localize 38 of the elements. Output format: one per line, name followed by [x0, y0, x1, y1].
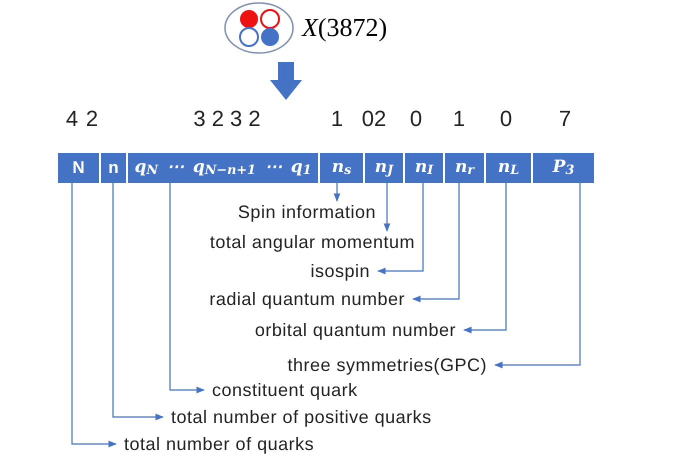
arrow — [71, 183, 117, 448]
description-text: total angular momentum — [210, 232, 415, 252]
arrow — [494, 183, 581, 368]
code-cell: P$_{3}$ — [533, 153, 594, 183]
arrow — [463, 183, 507, 334]
arrow — [112, 183, 164, 420]
code-cell: n$_{r}$ — [445, 153, 484, 183]
code-cell: n$_{J}$ — [365, 153, 403, 183]
code-cell: n$_{I}$ — [405, 153, 443, 183]
code-cell: n$_{s}$ — [320, 153, 363, 183]
description-text: constituent quark — [212, 380, 358, 400]
digit-value: 7 — [558, 108, 572, 130]
digit-value: 2 — [86, 108, 98, 130]
description-text: three symmetries(GPC) — [287, 355, 487, 375]
description-text: total number of quarks — [124, 434, 314, 454]
description-text: isospin — [310, 261, 370, 281]
digit-value: 1 — [452, 108, 466, 130]
description-text: radial quantum number — [209, 289, 405, 309]
description-text: total number of positive quarks — [171, 407, 432, 427]
digit-value: 0 — [500, 108, 512, 130]
code-cell: N — [58, 153, 99, 183]
digit-value: 3 2 3 2 — [193, 108, 261, 130]
code-cell: n — [101, 153, 126, 183]
digit-value: 1 — [330, 108, 344, 130]
particle-label: X(3872) — [222, 0, 388, 56]
digit-value: 4 — [66, 108, 78, 130]
description-text: Spin information — [238, 202, 376, 222]
arrow — [412, 183, 460, 302]
arrow — [169, 183, 205, 394]
arrow — [377, 183, 424, 274]
description-text: orbital quantum number — [254, 320, 456, 340]
digit-value: 0 — [410, 108, 422, 130]
arrow — [384, 183, 390, 232]
code-cell: n$_{L}$ — [486, 153, 531, 183]
digit-value: 02 — [362, 108, 386, 130]
arrow — [334, 183, 340, 202]
block-arrow — [270, 62, 302, 100]
code-cell: q$_{N}$ ⋯ q$_{N−n+1}$ ⋯ q$_{1}$ — [128, 153, 318, 183]
